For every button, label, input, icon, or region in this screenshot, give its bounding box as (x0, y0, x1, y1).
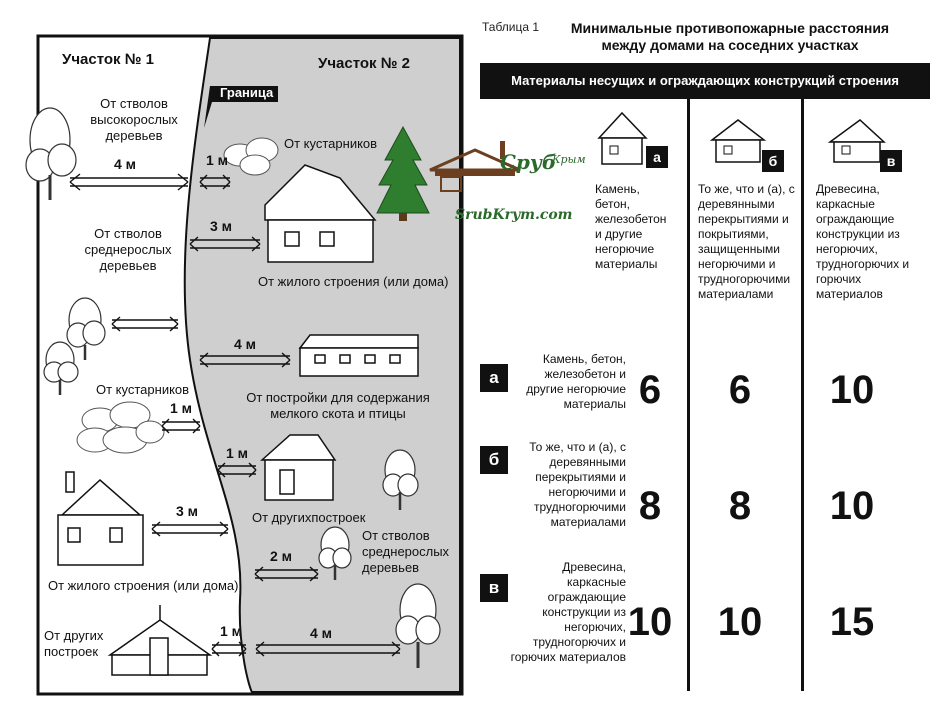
column-a-text: Камень, бетон, железобетон и другие него… (595, 182, 667, 271)
dist-tall-trees: 4 м (114, 156, 137, 172)
other-right-label: От другихпостроек (252, 510, 366, 525)
watermark-brand: Сруб (500, 150, 557, 174)
arrow-tall-right (255, 641, 401, 657)
diagram-canvas (25, 34, 464, 696)
other-building-left-icon (107, 605, 213, 676)
cell-c-b: 10 (717, 600, 763, 644)
dist-other-top: 1 м (226, 445, 249, 461)
house-right-label: От жилого строения (или дома) (258, 274, 449, 289)
arrow-other-top (217, 462, 257, 478)
livestock-label: От постройки для содержания мелкого скот… (246, 390, 430, 421)
column-c-text: Древесина, каркасные ограждающие констру… (816, 182, 910, 301)
cell-c-a: 10 (627, 600, 673, 644)
tall-tree-icon (25, 107, 77, 200)
cell-b-b: 8 (728, 484, 752, 528)
arrow-mid-trees (111, 316, 179, 332)
house-left-label: От жилого строения (или дома) (48, 578, 239, 593)
cell-b-a: 8 (638, 484, 662, 528)
distance-diagram: Участок № 1 Участок № 2 Граница От ствол… (25, 34, 464, 696)
column-b-text: То же, что и (а), с деревянными перекрыт… (698, 182, 795, 301)
tree-right-2-icon (318, 526, 352, 580)
column-divider-1 (687, 99, 690, 691)
cell-b-c: 10 (829, 484, 875, 528)
watermark-region: Крым (552, 153, 586, 166)
border-label: Граница (220, 85, 274, 100)
house-right-icon (264, 164, 377, 263)
border-marker (204, 86, 278, 128)
cell-a-c: 10 (829, 368, 875, 412)
tree-right-1-icon (382, 449, 419, 510)
house-c-icon (827, 119, 886, 163)
cell-a-a: 6 (638, 368, 662, 412)
fire-distance-table: Таблица 1 Минимальные противопожарные ра… (470, 0, 940, 705)
dist-house-left: 3 м (176, 503, 199, 519)
table-header: Материалы несущих и ограждающих конструк… (480, 63, 930, 99)
arrow-bush-left (161, 418, 201, 434)
arrow-bush-top (199, 174, 231, 190)
dist-bush-top: 1 м (206, 152, 229, 168)
dist-other-bottom: 1 м (220, 623, 243, 639)
dist-livestock: 4 м (234, 336, 257, 352)
bushes-left-label: От кустарников (96, 382, 190, 397)
tree-left-small-icon (43, 341, 79, 395)
dist-mid-right: 2 м (270, 548, 293, 564)
dist-tall-right: 4 м (310, 625, 333, 641)
row-b-text: То же, что и (а), с деревянными перекрыт… (529, 440, 626, 529)
mid-tree-left-icon (66, 297, 106, 360)
mid-trees-left-label: От стволов среднерослых деревьев (84, 226, 172, 273)
tall-trees-label: От стволов высокорослых деревьев (90, 96, 178, 143)
bushes-right-icon (223, 137, 279, 176)
house-left-icon (57, 471, 144, 566)
row-c-text: Древесина, каркасные ограждающие констру… (510, 560, 626, 664)
row-c-badge: в (480, 574, 508, 602)
plot1-label: Участок № 1 (62, 51, 154, 68)
dist-house-top: 3 м (210, 218, 233, 234)
column-a-badge: а (646, 146, 668, 168)
diagram-frame (36, 34, 464, 696)
cell-c-c: 15 (829, 600, 875, 644)
arrow-tall-trees (69, 173, 189, 191)
arrow-mid-trees-right (254, 566, 319, 582)
distance-arrows (69, 173, 401, 657)
table-title: Минимальные противопожарные расстояния м… (570, 20, 890, 53)
watermark-url: SrubKrym.com (455, 207, 573, 223)
dist-bush-left: 1 м (170, 400, 193, 416)
arrow-livestock (199, 352, 291, 368)
livestock-building-icon (298, 334, 419, 377)
arrow-house-left (151, 521, 229, 537)
plot2-label: Участок № 2 (318, 55, 410, 72)
mid-trees-right-label: От стволов среднерослых деревьев (362, 528, 450, 575)
tree-right-3-icon (395, 583, 441, 668)
srubkrym-logo (376, 125, 521, 221)
bushes-right-label: От кустарников (284, 136, 378, 151)
column-b-badge: б (762, 150, 784, 172)
row-b-badge: б (480, 446, 508, 474)
cell-a-b: 6 (728, 368, 752, 412)
bushes-left-icon (76, 401, 165, 454)
row-a-badge: а (480, 364, 508, 392)
other-left-label: От других построек (44, 628, 104, 659)
column-c-badge: в (880, 150, 902, 172)
arrow-other-bottom (211, 641, 247, 657)
column-divider-2 (801, 99, 804, 691)
row-a-text: Камень, бетон, железобетон и другие него… (526, 352, 626, 411)
other-building-right-icon (260, 434, 337, 501)
table-caption: Таблица 1 (482, 20, 540, 34)
arrow-house-top (189, 236, 261, 252)
house-a-icon (597, 111, 648, 165)
house-b-icon (709, 119, 767, 163)
